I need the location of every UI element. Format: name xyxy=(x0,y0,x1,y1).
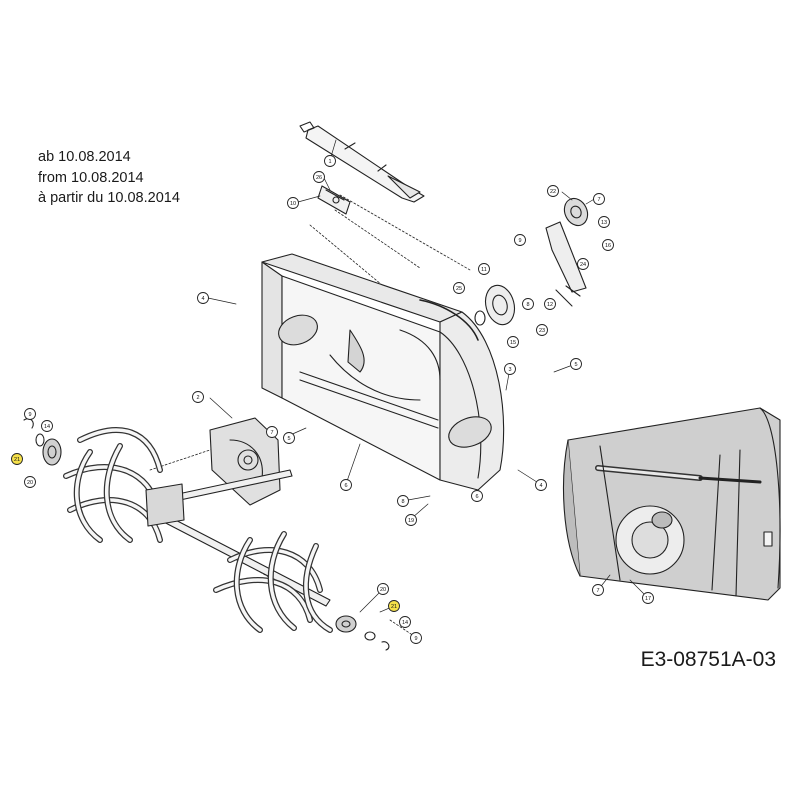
callout-bubble xyxy=(11,453,23,465)
callout-label: 5 xyxy=(287,436,290,442)
callout-bubble xyxy=(324,155,336,167)
callout-bubble xyxy=(453,282,465,294)
callout-bubble xyxy=(598,216,610,228)
callout-bubble xyxy=(313,171,325,183)
callout-bubble xyxy=(536,324,548,336)
callout-label: 10 xyxy=(290,201,296,207)
auger-housing xyxy=(261,253,505,491)
callout-bubble xyxy=(340,479,352,491)
callout-bubble xyxy=(283,432,295,444)
callout-label: 4 xyxy=(539,483,542,489)
callout-label: 7 xyxy=(270,430,273,436)
callout-bubble xyxy=(399,616,411,628)
callout-bubble xyxy=(547,185,559,197)
callout-label: 21 xyxy=(14,457,20,463)
callout-label: 19 xyxy=(408,518,414,524)
callout-label: 21 xyxy=(391,604,397,610)
callout-bubble xyxy=(544,298,556,310)
callout-bubble xyxy=(592,584,604,596)
callout-bubble xyxy=(522,298,534,310)
callout-label: 9 xyxy=(414,636,417,642)
callout-bubble xyxy=(478,263,490,275)
callout-label: 6 xyxy=(344,483,347,489)
callout-label: 20 xyxy=(27,480,33,486)
callout-bubble xyxy=(570,358,582,370)
callout-label: 13 xyxy=(601,220,607,226)
callout-label: 23 xyxy=(539,328,545,334)
validity-note: ab 10.08.2014 from 10.08.2014 à partir d… xyxy=(38,147,180,209)
callout-bubble xyxy=(377,583,389,595)
callout-label: 2 xyxy=(196,395,199,401)
callout-label: 11 xyxy=(481,267,487,273)
bearing-bracket xyxy=(317,185,351,215)
callout-bubble xyxy=(24,408,36,420)
callout-label: 9 xyxy=(28,412,31,418)
callout-bubble xyxy=(266,426,278,438)
callout-bubble xyxy=(24,476,36,488)
callout-label: 17 xyxy=(645,596,651,602)
callout-bubble xyxy=(287,197,299,209)
chute-control-bracket xyxy=(545,197,589,307)
callout-bubble xyxy=(577,258,589,270)
callout-label: 26 xyxy=(316,175,322,181)
callout-label: 5 xyxy=(574,362,577,368)
callout-bubble xyxy=(197,292,209,304)
left-auger-spiral xyxy=(63,427,185,543)
callout-label: 14 xyxy=(44,424,50,430)
callout-label: 15 xyxy=(510,340,516,346)
callout-bubble xyxy=(514,234,526,246)
document-code: E3-08751A-03 xyxy=(640,648,776,671)
callout-label: 22 xyxy=(550,189,556,195)
callout-bubble xyxy=(41,420,53,432)
callout-label: 3 xyxy=(508,367,511,373)
callout-label: 7 xyxy=(596,588,599,594)
callout-bubble xyxy=(397,495,409,507)
callout-group: 1 10 26 22 7 13 9 16 24 11 25 8 4 12 23 15 5 3 2 9 14 21 20 7 5 6… xyxy=(11,155,654,644)
callout-bubble xyxy=(593,193,605,205)
callout-bubble xyxy=(535,479,547,491)
validity-line-de: ab 10.08.2014 xyxy=(38,149,131,165)
callout-label: 14 xyxy=(402,620,408,626)
callout-bubble xyxy=(642,592,654,604)
chute-ring-assembly xyxy=(474,284,516,326)
callout-bubble xyxy=(192,391,204,403)
callout-label: 20 xyxy=(380,587,386,593)
callout-label: 12 xyxy=(547,302,553,308)
callout-label: 6 xyxy=(475,494,478,500)
callout-label: 25 xyxy=(456,286,462,292)
callout-label: 7 xyxy=(597,197,600,203)
callout-bubble xyxy=(388,600,400,612)
inset-housing-view xyxy=(563,407,781,601)
callout-bubble xyxy=(507,336,519,348)
right-auger-spiral xyxy=(213,531,333,633)
callout-label: 24 xyxy=(580,262,586,268)
callout-label: 8 xyxy=(526,302,529,308)
callout-bubble xyxy=(410,632,422,644)
callout-bubble xyxy=(405,514,417,526)
callout-label: 16 xyxy=(605,243,611,249)
validity-line-en: from 10.08.2014 xyxy=(38,169,144,186)
auger-drive-shaft xyxy=(299,121,425,203)
validity-line-fr: à partir du 10.08.2014 xyxy=(38,190,180,206)
callout-label: 8 xyxy=(401,499,404,505)
callout-bubble xyxy=(602,239,614,251)
right-hub-parts xyxy=(335,615,390,651)
callout-bubble xyxy=(471,490,483,502)
callout-bubble xyxy=(504,363,516,375)
callout-label: 9 xyxy=(518,238,521,244)
callout-label: 4 xyxy=(201,296,204,302)
callout-label: 1 xyxy=(328,159,331,165)
left-hub-parts xyxy=(23,418,62,466)
